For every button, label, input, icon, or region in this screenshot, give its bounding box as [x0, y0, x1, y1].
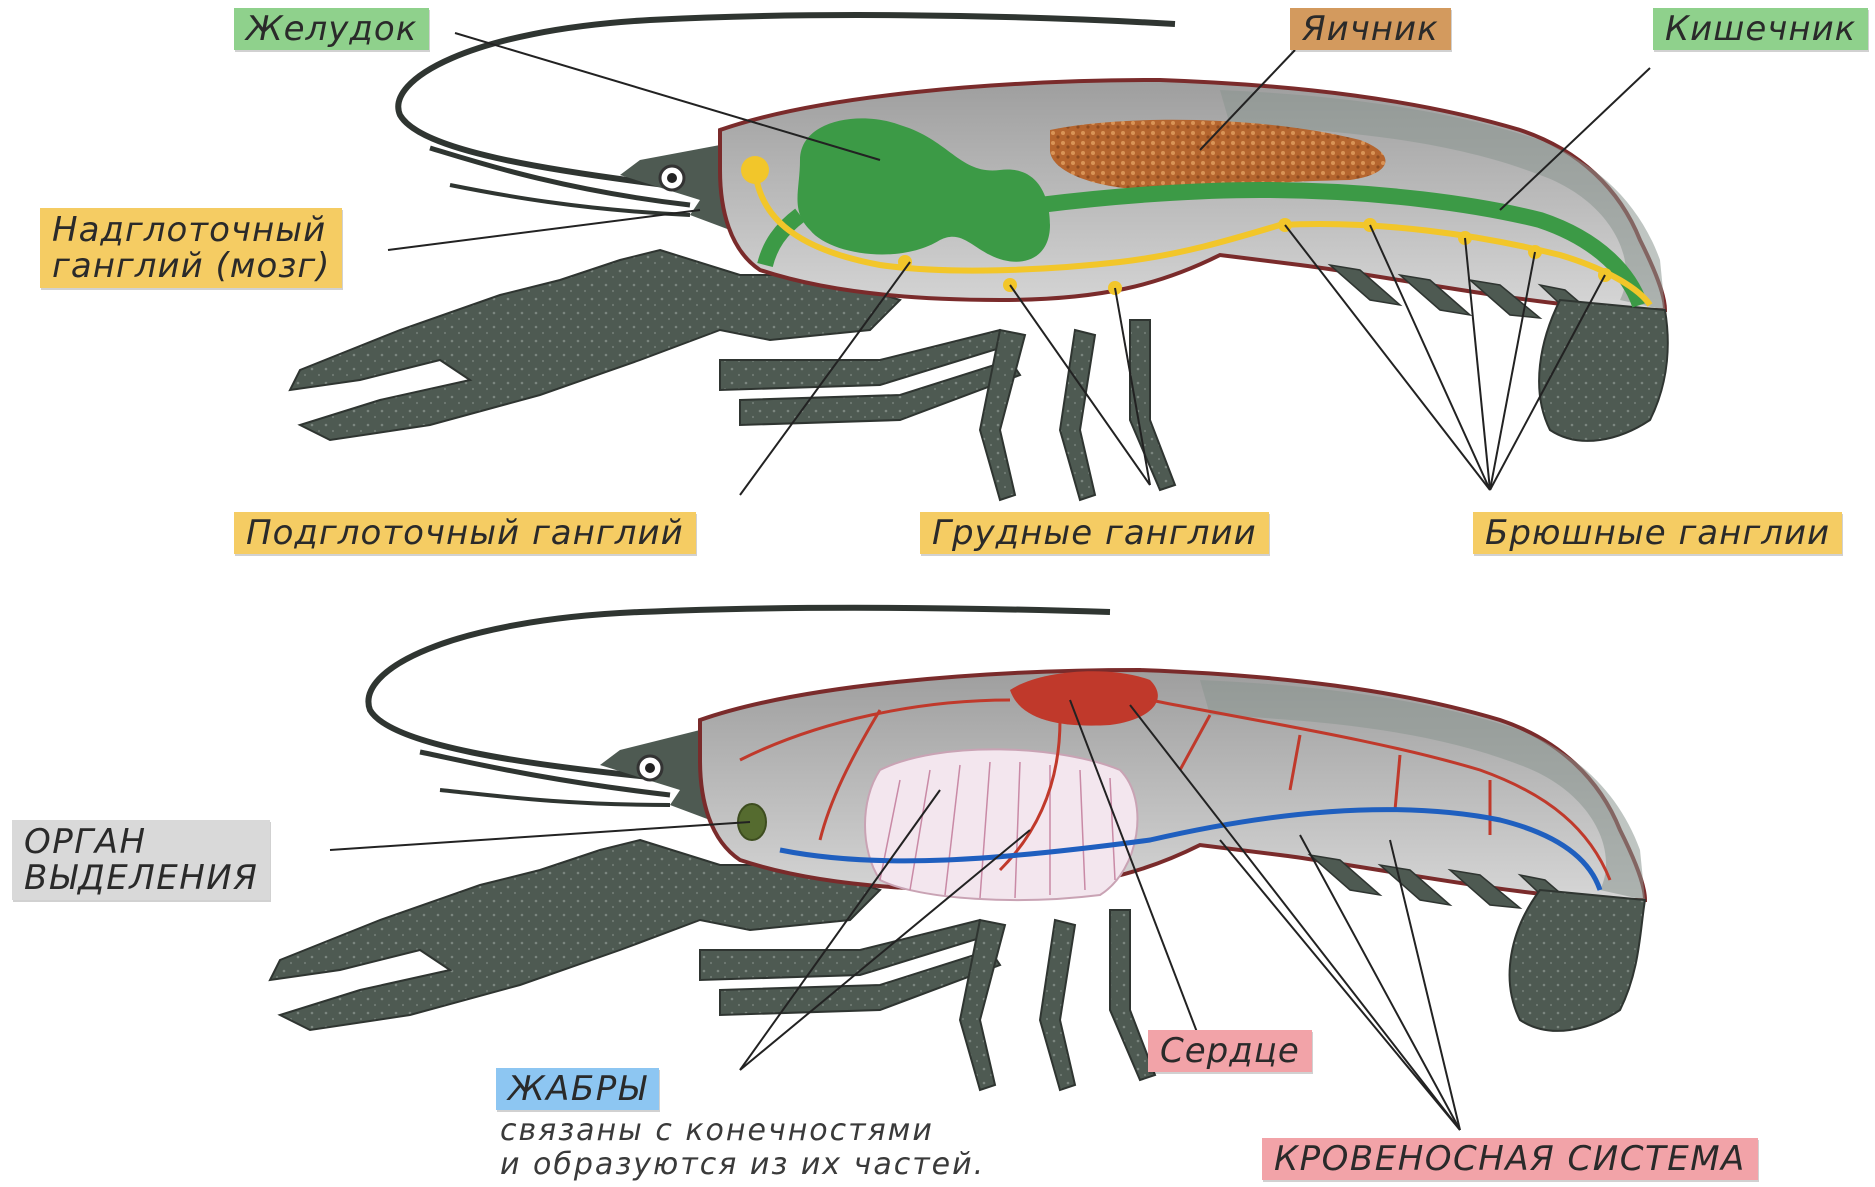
label-abdominal-ganglia: Брюшные ганглии: [1473, 512, 1842, 554]
walking-legs: [700, 910, 1155, 1090]
label-gills: ЖАБРЫ: [496, 1068, 659, 1110]
label-intestine: Кишечник: [1653, 8, 1868, 50]
label-stomach: Желудок: [234, 8, 429, 50]
gills-note: связаны с конечностями и образуются из и…: [500, 1114, 985, 1182]
eye-pupil: [645, 763, 655, 773]
walking-legs: [720, 320, 1175, 500]
tail-fan: [1539, 300, 1668, 441]
label-ovary: Яичник: [1290, 8, 1451, 50]
eye-pupil: [667, 173, 677, 183]
label-excretory-organ: ОРГАН ВЫДЕЛЕНИЯ: [12, 820, 270, 900]
tail-fan: [1510, 890, 1645, 1031]
label-subesophageal-ganglion: Подглоточный ганглий: [234, 512, 696, 554]
label-supraesophageal-ganglion: Надглоточный ганглий (мозг): [40, 208, 342, 288]
top-crayfish: [290, 15, 1668, 500]
brain-ganglion: [741, 156, 769, 184]
bottom-crayfish: [270, 608, 1645, 1130]
label-thoracic-ganglia: Грудные ганглии: [920, 512, 1269, 554]
label-circulatory-system: КРОВЕНОСНАЯ СИСТЕМА: [1262, 1138, 1758, 1180]
label-heart: Сердце: [1148, 1030, 1312, 1072]
